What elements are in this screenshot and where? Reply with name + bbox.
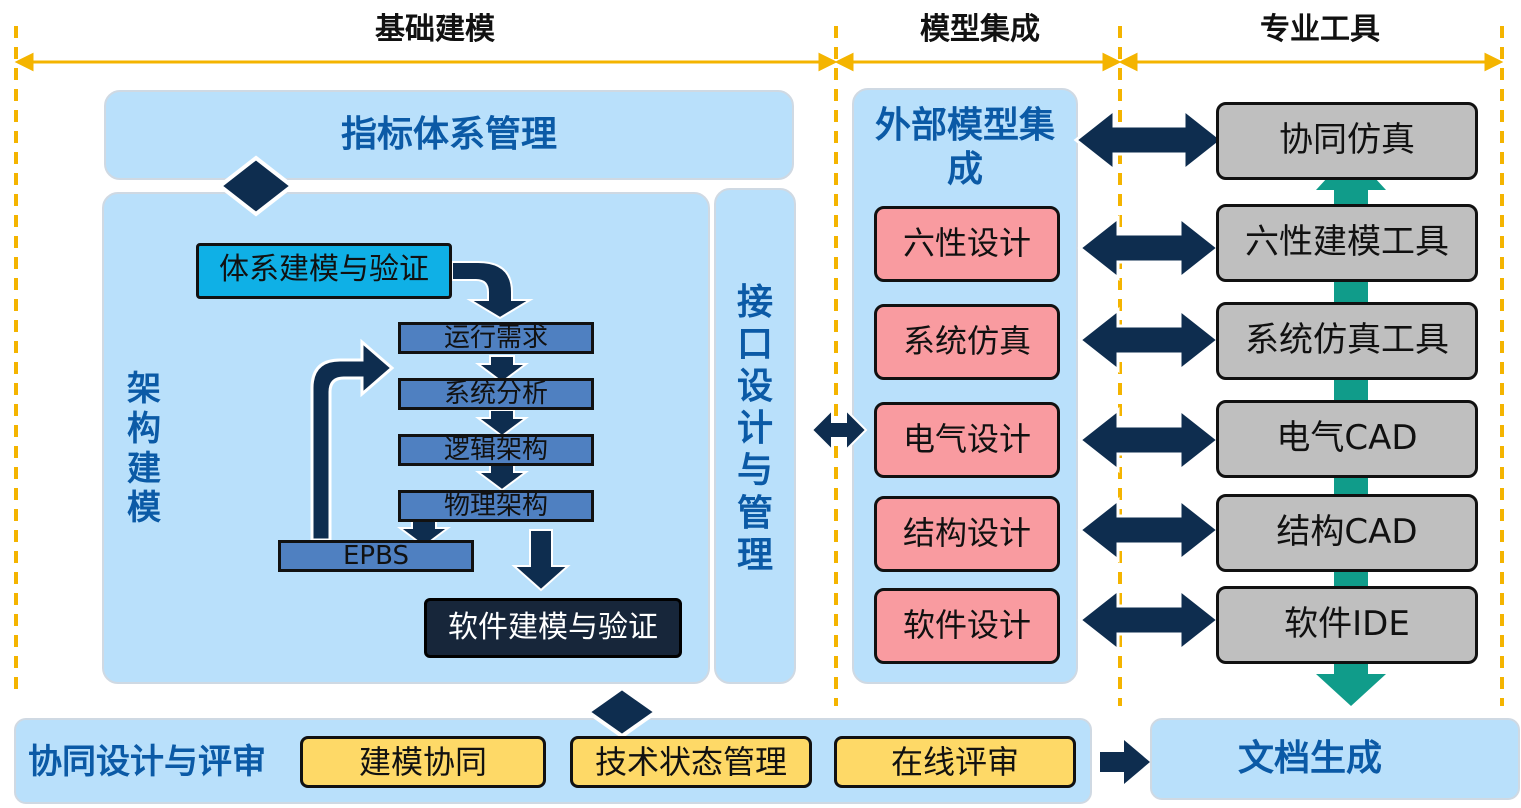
arrow-software <box>1077 586 1221 654</box>
arrow-feedback-loop <box>310 338 395 542</box>
collab-panel-title: 协同设计与评审 <box>28 742 266 782</box>
section-title-professional-tools: 专业工具 <box>1260 12 1380 47</box>
arrow-to-software <box>511 529 571 592</box>
design-system-simulation: 系统仿真 <box>874 304 1060 380</box>
design-six-properties: 六性设计 <box>874 206 1060 282</box>
doc-panel <box>1150 718 1520 800</box>
design-structural: 结构设计 <box>874 496 1060 572</box>
diamond-connector-top <box>216 155 296 217</box>
design-software: 软件设计 <box>874 588 1060 664</box>
section-title-basic-modeling: 基础建模 <box>375 12 495 47</box>
step-system-analysis: 系统分析 <box>398 378 594 410</box>
step-logical-architecture: 逻辑架构 <box>398 434 594 466</box>
epbs-box: EPBS <box>278 540 474 572</box>
indicator-panel-title: 指标体系管理 <box>340 114 557 155</box>
arrow-structural <box>1077 496 1221 564</box>
diamond-connector-bottom <box>584 685 660 739</box>
teal-arrow-head-down <box>1316 674 1386 706</box>
design-electrical: 电气设计 <box>874 402 1060 478</box>
software-modeling-box: 软件建模与验证 <box>424 598 682 658</box>
arrow-interface-to-external <box>810 407 868 453</box>
arrow-external-to-cosim <box>1073 106 1225 174</box>
arrow-six-props <box>1077 214 1221 282</box>
collab-item-online-review: 在线评审 <box>834 736 1076 788</box>
external-panel <box>852 88 1078 684</box>
arrow-collab-to-doc <box>1100 740 1150 784</box>
tool-software-ide: 软件IDE <box>1216 586 1478 664</box>
collab-panel <box>14 718 1092 804</box>
tool-system-simulation: 系统仿真工具 <box>1216 302 1478 380</box>
architecture-panel-label: 架构建模 <box>127 369 161 529</box>
step-physical-architecture: 物理架构 <box>398 490 594 522</box>
collab-item-config-management: 技术状态管理 <box>570 736 812 788</box>
doc-panel-title: 文档生成 <box>1237 738 1382 779</box>
section-title-model-integration: 模型集成 <box>920 12 1040 47</box>
arrow-system-to-steps <box>451 261 534 320</box>
arrow-step-1 <box>475 355 529 384</box>
arrow-step-3 <box>475 463 529 492</box>
tool-cosimulation: 协同仿真 <box>1216 102 1478 180</box>
indicator-panel <box>104 90 794 180</box>
arrow-step-2 <box>475 409 529 438</box>
step-operational-requirements: 运行需求 <box>398 322 594 354</box>
tool-six-properties: 六性建模工具 <box>1216 204 1478 282</box>
interface-panel-label: 接口设计与管理 <box>736 282 773 576</box>
arrow-electrical <box>1077 406 1221 474</box>
interface-panel <box>714 188 796 684</box>
system-modeling-box: 体系建模与验证 <box>196 243 452 299</box>
tool-electrical-cad: 电气CAD <box>1216 400 1478 478</box>
external-panel-title: 外部模型集成 <box>875 105 1056 190</box>
collab-item-modeling: 建模协同 <box>300 736 546 788</box>
tool-structural-cad: 结构CAD <box>1216 494 1478 572</box>
arrow-system-sim <box>1077 306 1221 374</box>
